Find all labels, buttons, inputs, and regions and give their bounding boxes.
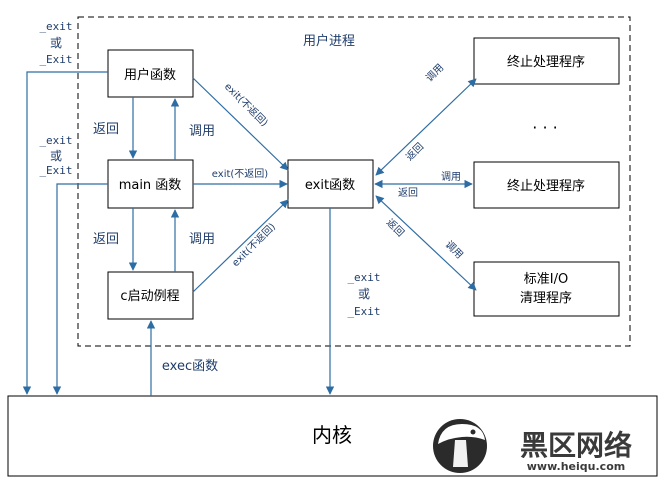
svg-text:_exit: _exit bbox=[347, 271, 380, 284]
label-return-h1: 返回 bbox=[404, 141, 427, 164]
svg-text:或: 或 bbox=[358, 287, 370, 301]
c-startup-box: c启动例程 bbox=[107, 271, 194, 320]
svg-text:_exit: _exit bbox=[39, 134, 72, 147]
svg-text:_Exit: _Exit bbox=[347, 305, 380, 318]
exit-label-top: _exit 或 _Exit bbox=[39, 20, 72, 66]
label-call-h3: 调用 bbox=[443, 239, 466, 262]
label-exit-noreturn-1: exit(不返回) bbox=[222, 81, 270, 129]
exit-label-bottom: _exit 或 _Exit bbox=[347, 271, 380, 318]
watermark-text: 黑区网络 bbox=[520, 429, 632, 462]
label-return-2: 返回 bbox=[93, 232, 119, 247]
main-function-label: main 函数 bbox=[119, 178, 182, 193]
svg-text:_exit: _exit bbox=[39, 20, 72, 33]
kernel-box: 内核 bbox=[7, 395, 658, 477]
label-return-h2: 返回 bbox=[398, 187, 418, 199]
label-return-1: 返回 bbox=[93, 122, 119, 137]
exit-handler-box-2: 终止处理程序 bbox=[473, 161, 620, 209]
stdio-cleanup-line2: 清理程序 bbox=[520, 291, 572, 306]
label-return-h3: 返回 bbox=[384, 217, 407, 240]
label-call-h1: 调用 bbox=[424, 62, 447, 85]
watermark: 黑区网络 www.heiqu.com bbox=[433, 419, 632, 473]
svg-text:_Exit: _Exit bbox=[39, 53, 72, 66]
arrow-userfunc-to-exit bbox=[192, 77, 289, 171]
label-exit-noreturn-2: exit(不返回) bbox=[212, 168, 268, 180]
exit-function-label: exit函数 bbox=[305, 178, 355, 193]
svg-text:或: 或 bbox=[50, 36, 62, 50]
label-call-h2: 调用 bbox=[441, 171, 461, 183]
main-function-box: main 函数 bbox=[107, 159, 194, 209]
label-exec: exec函数 bbox=[162, 359, 218, 374]
arrow-exit-handler1 bbox=[375, 78, 477, 176]
c-startup-label: c启动例程 bbox=[120, 289, 179, 304]
exit-handler-box-1: 终止处理程序 bbox=[473, 37, 620, 85]
user-function-box: 用户函数 bbox=[107, 49, 194, 98]
arrow-exit-stdio bbox=[375, 195, 477, 291]
user-process-boundary bbox=[77, 16, 631, 347]
stdio-cleanup-box: 标准I/O 清理程序 bbox=[473, 261, 620, 317]
process-title: 用户进程 bbox=[303, 33, 355, 49]
handler-ellipsis: · · · bbox=[532, 118, 557, 137]
svg-text:或: 或 bbox=[50, 149, 62, 163]
exit-handler-label-1: 终止处理程序 bbox=[507, 54, 585, 70]
arrow-main-to-kernel bbox=[52, 183, 108, 395]
exit-label-mid: _exit 或 _Exit bbox=[39, 134, 72, 177]
watermark-url: www.heiqu.com bbox=[527, 460, 625, 473]
mushroom-logo-icon bbox=[433, 419, 487, 473]
user-function-label: 用户函数 bbox=[124, 67, 176, 83]
exit-handler-label-2: 终止处理程序 bbox=[507, 178, 585, 194]
arrow-userfunc-to-kernel bbox=[22, 71, 108, 395]
label-call-1: 调用 bbox=[189, 124, 215, 139]
label-exit-noreturn-3: exit(不返回) bbox=[230, 221, 278, 269]
stdio-cleanup-line1: 标准I/O bbox=[524, 272, 568, 287]
kernel-label: 内核 bbox=[312, 423, 352, 447]
arrow-cstart-to-exit bbox=[192, 199, 289, 293]
label-call-2: 调用 bbox=[189, 232, 215, 247]
exit-function-box: exit函数 bbox=[287, 159, 374, 209]
svg-text:_Exit: _Exit bbox=[39, 164, 72, 177]
